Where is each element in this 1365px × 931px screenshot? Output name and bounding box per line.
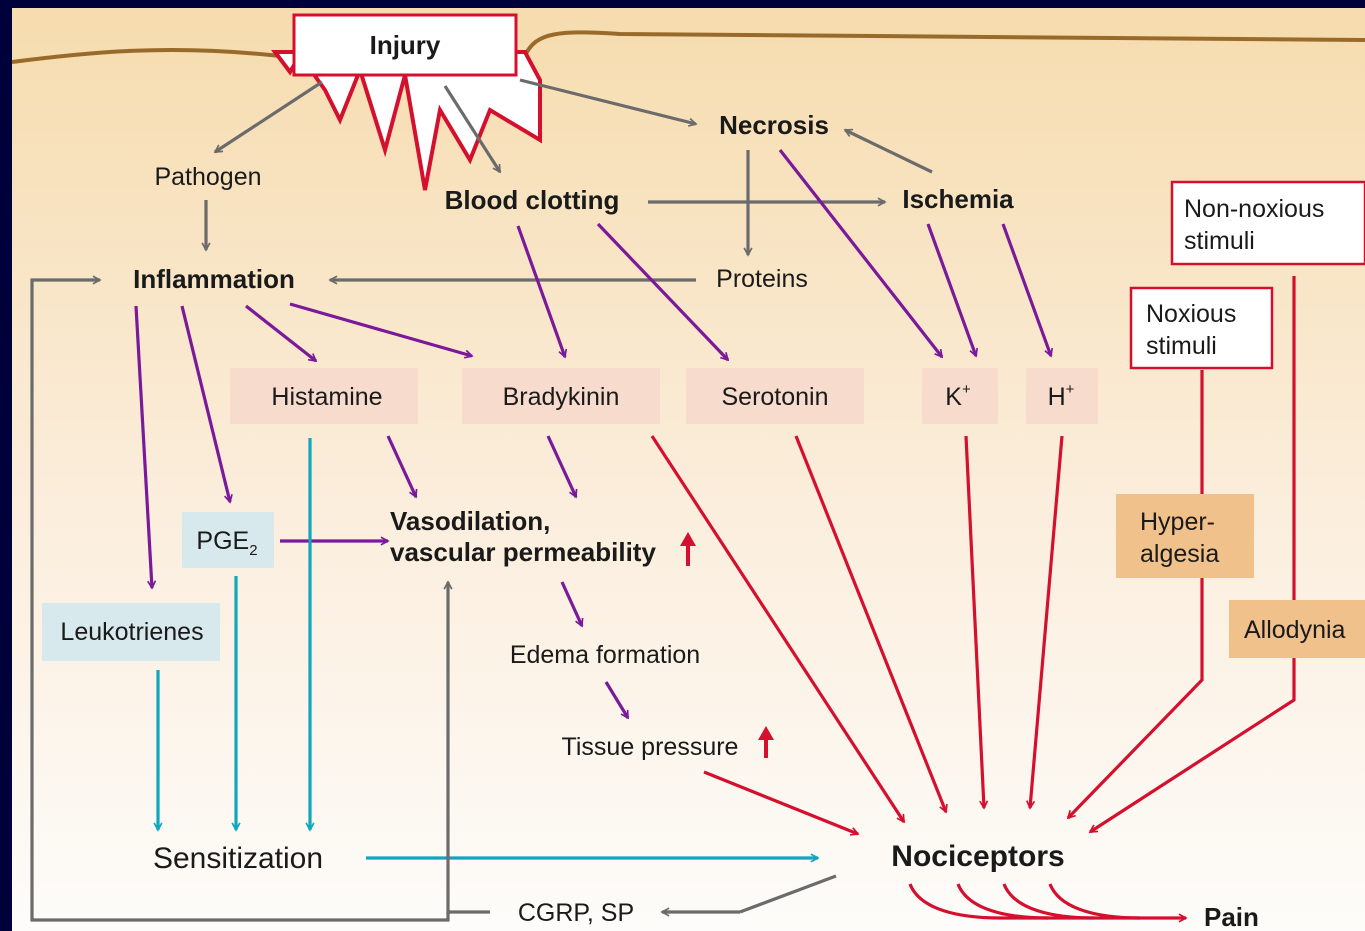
- bradykinin-label: Bradykinin: [503, 383, 620, 411]
- diagram-background: [12, 8, 1365, 931]
- histamine-label: Histamine: [271, 383, 382, 411]
- pge2-label: PGE2: [196, 527, 257, 559]
- ischemia-to-necrosis-arrow: [845, 128, 933, 174]
- allodynia-box: [1229, 600, 1365, 658]
- cgrp-sp-label: CGRP, SP: [518, 899, 634, 927]
- hydrogen-box: [1026, 368, 1098, 424]
- serotonin-label: Serotonin: [721, 383, 828, 411]
- noxious-stimuli-label: stimuli: [1146, 332, 1217, 360]
- inflammation-to-histamine-arrow: [245, 304, 316, 363]
- inflammation-to-bradykinin-arrow: [289, 302, 472, 356]
- inflammation-label: Inflammation: [133, 264, 295, 294]
- feedback-to-inflammation-arrow: [30, 280, 450, 922]
- leukotrienes-box: [42, 603, 220, 661]
- hyperalgesia-box: [1116, 494, 1254, 578]
- pathogen-label: Pathogen: [154, 163, 261, 191]
- inflammation-to-leukotrienes-arrow: [134, 305, 152, 588]
- non-noxious-stimuli-label: stimuli: [1184, 227, 1255, 255]
- histamine-box: [230, 368, 418, 424]
- edema-to-tissue-pressure-arrow: [604, 681, 630, 718]
- blood-clotting-label: Blood clotting: [445, 185, 620, 215]
- proteins-label: Proteins: [716, 265, 808, 293]
- serotonin-box: [686, 368, 864, 424]
- noxious-label: Noxious: [1146, 300, 1236, 328]
- ischemia-to-hydrogen-arrow: [1001, 223, 1051, 356]
- nociceptors-label: Nociceptors: [891, 840, 1064, 873]
- bradykinin-to-nociceptors-arrow: [650, 435, 906, 822]
- allodynia-label: Allodynia: [1244, 616, 1346, 644]
- hydrogen-label: H+: [1048, 381, 1075, 411]
- non-noxious-to-nociceptors-arrow: [1090, 276, 1296, 834]
- hyperalgesia-label-2: algesia: [1140, 540, 1219, 568]
- vascular-permeability-label: vascular permeability: [390, 537, 656, 567]
- potassium-label: K+: [945, 381, 971, 411]
- histamine-to-vasodilation-arrow: [386, 435, 418, 497]
- non-noxious-label: Non-noxious: [1184, 195, 1324, 223]
- tissue-pressure-to-nociceptors-arrow: [703, 770, 858, 834]
- leukotrienes-label: Leukotrienes: [60, 618, 203, 646]
- injury-to-necrosis-arrow: [519, 78, 696, 124]
- noxious-stimuli-box: [1129, 286, 1274, 370]
- clotting-to-serotonin-arrow: [596, 222, 728, 360]
- injury-box: [292, 13, 518, 77]
- ischemia-to-potassium-arrow: [926, 223, 976, 356]
- necrosis-to-potassium-arrow: [778, 149, 944, 357]
- ischemia-label: Ischemia: [902, 184, 1014, 214]
- non-noxious-stimuli-box: [1170, 180, 1365, 266]
- nociceptor-fiber-1: [908, 883, 1001, 920]
- potassium-box: [922, 368, 998, 424]
- nociceptors-to-cgrp-arrow: [739, 874, 837, 914]
- clotting-to-bradykinin-arrow: [516, 225, 565, 357]
- necrosis-label: Necrosis: [719, 110, 829, 140]
- hyperalgesia-label-1: Hyper-: [1140, 508, 1215, 536]
- inflammation-to-pge-arrow: [180, 305, 230, 502]
- edema-formation-label: Edema formation: [510, 641, 700, 669]
- vasodilation-label: Vasodilation,: [390, 506, 550, 536]
- potassium-to-nociceptors-arrow: [964, 435, 984, 808]
- pge2-box: [182, 512, 274, 568]
- hydrogen-to-nociceptors-arrow: [1030, 435, 1064, 808]
- skin-surface-line: [523, 30, 1365, 57]
- injury-label: Injury: [370, 30, 441, 60]
- vasodilation-to-edema-arrow: [560, 581, 584, 626]
- noxious-to-nociceptors-arrow: [1068, 370, 1204, 818]
- injury-to-clotting-arrow: [443, 85, 502, 172]
- pain-label: Pain: [1204, 902, 1259, 931]
- up-arrow-icon: [680, 532, 696, 566]
- bradykinin-box: [462, 368, 660, 424]
- skin-surface-line: [11, 47, 281, 64]
- injury-to-pathogen-arrow: [215, 80, 323, 154]
- tissue-pressure-label: Tissue pressure: [562, 733, 739, 761]
- bradykinin-to-vasodilation-arrow: [546, 435, 578, 497]
- sensitization-label: Sensitization: [153, 842, 323, 875]
- up-arrow-icon: [758, 726, 774, 758]
- serotonin-to-nociceptors-arrow: [794, 435, 946, 812]
